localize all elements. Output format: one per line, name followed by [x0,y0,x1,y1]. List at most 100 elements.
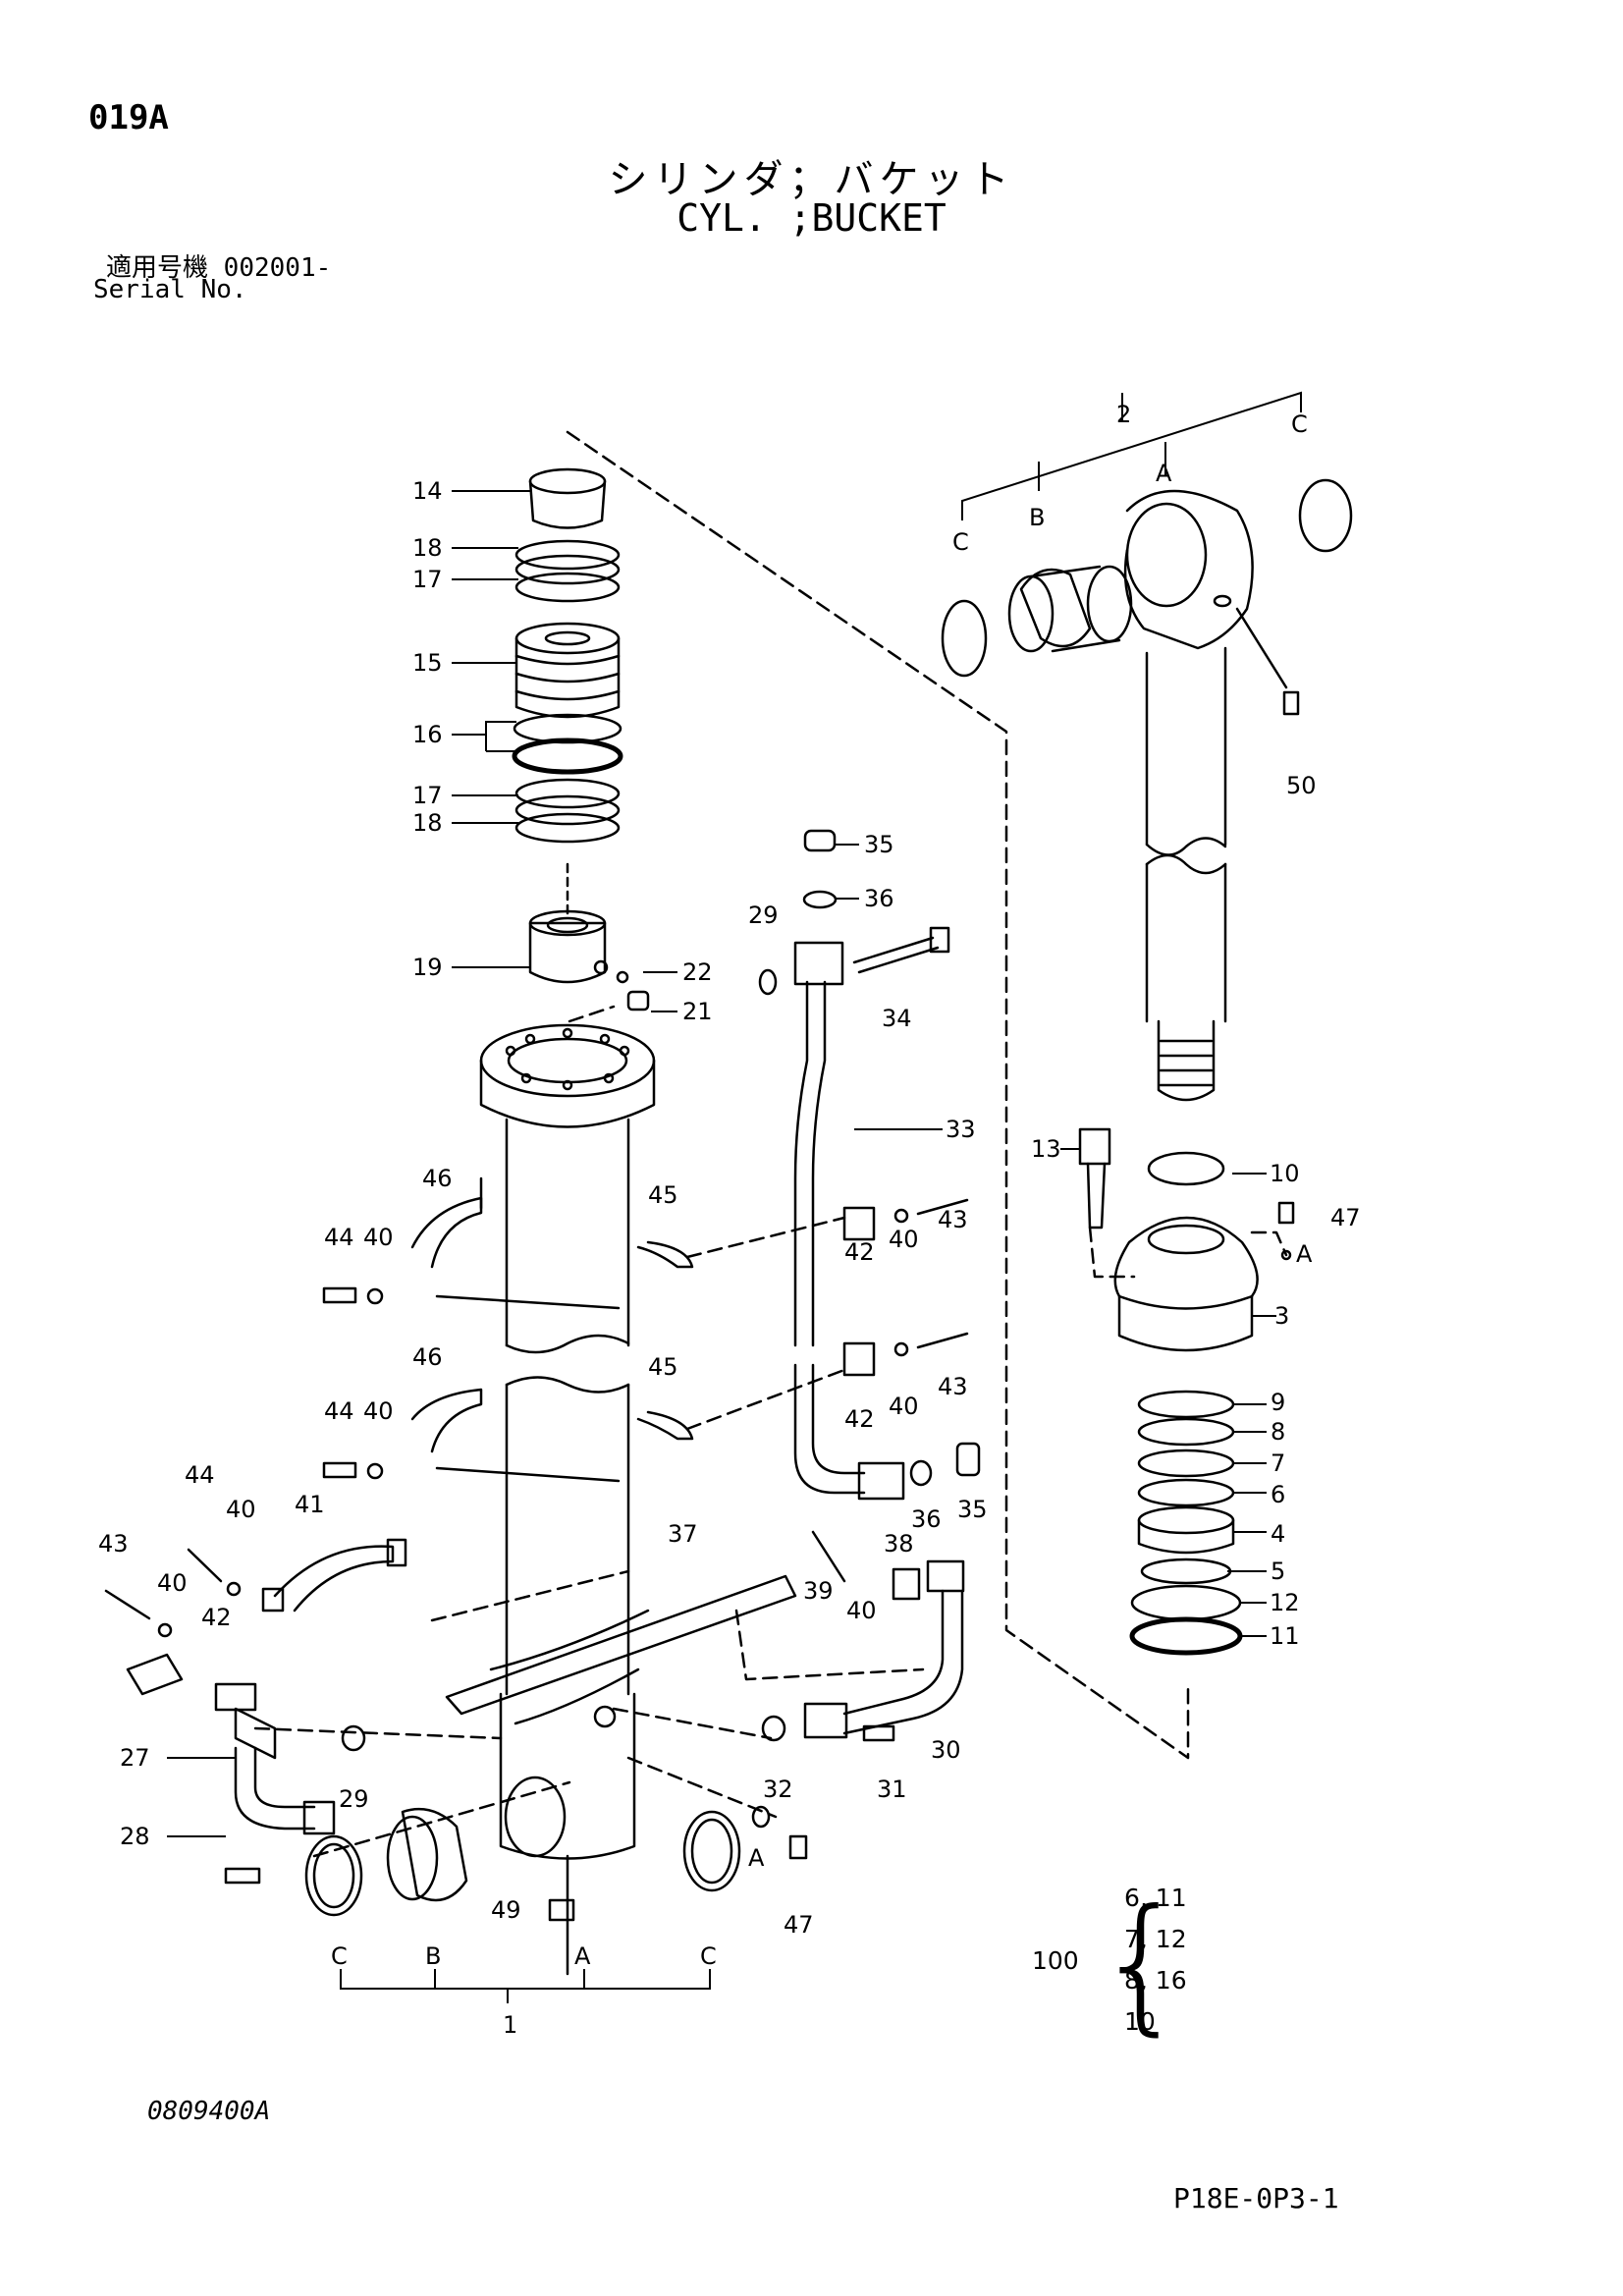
callout-47-b: 47 [784,1911,814,1939]
brace-icon: { [1095,1879,1189,2050]
pipe-bracket [445,1574,797,1725]
callout-32: 32 [763,1776,793,1803]
callout-40-b: 40 [889,1393,919,1420]
kit-item: 7, 12 [1124,1925,1187,1953]
callout-36-upper: 36 [864,885,894,912]
callout-40-g: 40 [846,1597,877,1624]
callout-39: 39 [803,1577,834,1605]
callout-3: 3 [1274,1302,1289,1330]
kit-item: 6, 11 [1124,1884,1187,1912]
callout-42-c: 42 [201,1604,232,1631]
callout-47-a: 47 [1330,1204,1361,1231]
piston-rod [941,478,1353,1102]
pipe-right-upper [758,829,981,1501]
tube-pin-parts [304,1805,808,1917]
callout-29-upper: 29 [748,902,779,929]
letter-rod-b: B [1029,504,1045,531]
callout-4: 4 [1271,1520,1285,1548]
callout-44-a: 44 [324,1224,354,1251]
drawing-code: 0809400A [147,2097,271,2126]
callout-45-a: 45 [648,1181,678,1209]
callout-19: 19 [412,954,443,981]
callout-42-b: 42 [844,1405,875,1433]
callout-35-upper: 35 [864,831,894,858]
callout-43-c: 43 [98,1530,129,1558]
callout-27: 27 [120,1744,150,1772]
callout-38: 38 [884,1530,914,1558]
callout-17-upper: 17 [412,566,443,593]
clamp-set-lower [322,1388,694,1483]
callout-49: 49 [491,1896,521,1924]
callout-21: 21 [682,998,713,1025]
letter-tube-c-left: C [331,1942,348,1970]
assembly-brackets [167,391,1302,2003]
callout-labels: 1 2 3 4 5 6 7 8 9 10 11 12 13 14 15 16 1… [98,401,1361,2039]
callout-42-a: 42 [844,1238,875,1266]
pipe-left [214,1682,366,1885]
assembly-guide-lines [253,430,1288,1858]
callout-40-c: 40 [363,1224,394,1251]
serial-label-english: Serial No. [93,275,247,304]
letter-grease-a-lower: A [748,1844,765,1872]
callout-40-d: 40 [363,1397,394,1425]
letter-rod-a: A [1156,460,1172,487]
kit-item: 8, 16 [1124,1966,1187,1995]
callout-16: 16 [412,721,443,748]
serial-value: 002001- [223,253,332,283]
letter-rod-c-right: C [1291,410,1308,438]
callout-5: 5 [1271,1558,1285,1585]
callout-44-b: 44 [324,1397,354,1425]
callout-40-e: 40 [226,1496,256,1523]
page-code: P18E-0P3-1 [1173,2182,1339,2214]
callout-31: 31 [877,1776,907,1803]
seal-kit-reference: 100 { 6, 11 7, 12 8, 16 10 [1026,1876,1222,2052]
clamp-hardware [811,1198,969,1601]
pipe-right-lower [761,1559,965,1742]
callout-40-f: 40 [157,1569,188,1597]
callout-44-c: 44 [185,1461,215,1489]
callout-33: 33 [946,1116,976,1143]
callout-28: 28 [120,1823,150,1850]
rod-gland [1078,1127,1295,1656]
page-id: 019A [88,98,169,137]
callout-30: 30 [931,1736,961,1764]
callout-2: 2 [1116,401,1131,428]
callout-45-b: 45 [648,1353,678,1381]
callout-12: 12 [1270,1589,1300,1616]
letter-rod-c-left: C [952,528,969,556]
callout-50: 50 [1286,772,1317,799]
callout-46-b: 46 [412,1343,443,1371]
callout-6: 6 [1271,1481,1285,1508]
callout-36-lower: 36 [911,1505,942,1533]
callout-37: 37 [668,1520,698,1548]
kit-item: 10 [1124,2007,1156,2036]
page-title-english: CYL. ;BUCKET [676,196,947,240]
callout-10: 10 [1270,1160,1300,1187]
callout-7: 7 [1271,1449,1285,1477]
kit-number: 100 [1032,1946,1079,1975]
serial-line: 適用号機 002001- [106,247,331,284]
callout-29-left: 29 [339,1785,369,1813]
callout-18-upper: 18 [412,534,443,562]
callout-22: 22 [682,958,713,986]
callout-18-lower: 18 [412,809,443,837]
callout-8: 8 [1271,1418,1285,1446]
callout-35-lower: 35 [957,1496,988,1523]
left-clamp-hardware [104,1538,407,1696]
callout-9: 9 [1271,1389,1285,1416]
callout-43-a: 43 [938,1206,968,1233]
callout-11: 11 [1270,1622,1300,1650]
callout-14: 14 [412,477,443,505]
letter-tube-a: A [574,1942,591,1970]
page-title-japanese: シリンダ；バケット [608,157,1015,202]
callout-43-b: 43 [938,1373,968,1400]
callout-46-a: 46 [422,1165,453,1192]
callout-1: 1 [503,2011,517,2039]
clamp-set-upper [322,1176,694,1310]
letter-grease-a-upper: A [1296,1240,1313,1268]
callout-34: 34 [882,1005,912,1032]
piston-stack [512,467,650,1011]
callout-15: 15 [412,649,443,677]
callout-40-a: 40 [889,1226,919,1253]
